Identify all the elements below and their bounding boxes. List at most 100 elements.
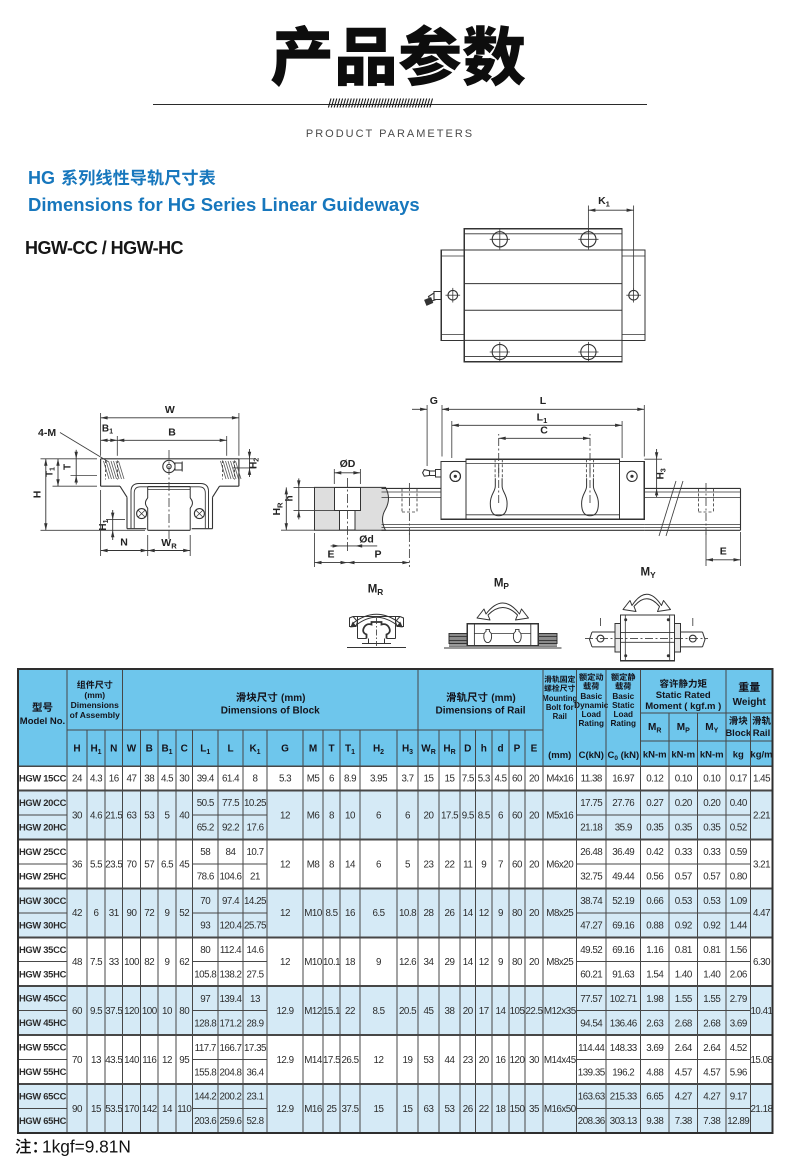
svg-text:Dimensions of Rail: Dimensions of Rail [435, 706, 525, 717]
svg-text:0.35: 0.35 [675, 823, 693, 834]
svg-text:1.55: 1.55 [703, 994, 721, 1005]
svg-text:H3: H3 [402, 744, 413, 757]
svg-text:12.89: 12.89 [727, 1116, 749, 1127]
svg-text:203.6: 203.6 [194, 1116, 217, 1127]
svg-text:G: G [281, 744, 289, 755]
svg-text:(mm): (mm) [491, 693, 515, 704]
svg-text:82: 82 [144, 957, 154, 968]
svg-text:128.8: 128.8 [194, 1018, 217, 1029]
svg-text:0.57: 0.57 [703, 872, 720, 883]
svg-text:9: 9 [165, 908, 170, 919]
svg-text:35.9: 35.9 [615, 823, 632, 834]
svg-text:M14: M14 [304, 1055, 323, 1066]
svg-text:Block: Block [725, 728, 752, 739]
svg-text:53: 53 [144, 810, 155, 821]
svg-text:52: 52 [179, 908, 189, 919]
svg-text:H: H [32, 491, 44, 499]
svg-text:117.7: 117.7 [195, 1043, 216, 1054]
svg-text:C0 (kN): C0 (kN) [608, 750, 640, 762]
svg-text:0.10: 0.10 [675, 774, 693, 785]
svg-text:d: d [497, 744, 503, 755]
svg-text:17.75: 17.75 [580, 798, 603, 809]
svg-text:29: 29 [445, 957, 455, 968]
svg-text:C(kN): C(kN) [579, 750, 604, 761]
svg-text:26.5: 26.5 [341, 1055, 359, 1066]
svg-text:Rating: Rating [579, 719, 604, 728]
svg-text:12: 12 [280, 908, 290, 919]
svg-text:303.13: 303.13 [610, 1116, 638, 1127]
svg-text:104.6: 104.6 [219, 872, 242, 883]
svg-text:3.69: 3.69 [730, 1018, 747, 1029]
svg-text:15: 15 [403, 1104, 414, 1115]
svg-text:60: 60 [512, 810, 523, 821]
svg-text:Model No.: Model No. [20, 716, 65, 727]
svg-text:B1: B1 [161, 744, 172, 757]
svg-text:Ød: Ød [359, 534, 374, 546]
svg-text:M14x45: M14x45 [544, 1055, 577, 1066]
svg-text:W: W [165, 404, 175, 416]
svg-text:0.33: 0.33 [675, 847, 693, 858]
svg-text:24: 24 [72, 774, 83, 785]
svg-text:HGW 20CC: HGW 20CC [19, 797, 67, 808]
svg-text:63: 63 [127, 810, 138, 821]
svg-text:L1: L1 [537, 412, 548, 425]
svg-text:kg/m: kg/m [750, 750, 772, 761]
svg-text:31: 31 [109, 908, 119, 919]
svg-text:Rating: Rating [611, 719, 636, 728]
svg-text:HGW 65CC: HGW 65CC [19, 1091, 67, 1102]
svg-text:0.35: 0.35 [646, 823, 664, 834]
svg-text:6: 6 [329, 774, 335, 785]
svg-text:100: 100 [142, 1006, 158, 1017]
svg-text:0.81: 0.81 [675, 945, 692, 956]
svg-text:17.6: 17.6 [246, 823, 264, 834]
svg-text:M6: M6 [307, 810, 321, 821]
svg-text:14: 14 [463, 908, 474, 919]
svg-text:H2: H2 [249, 458, 261, 469]
svg-text:16: 16 [109, 774, 120, 785]
svg-text:HGW 30CC: HGW 30CC [19, 895, 67, 906]
svg-text:25: 25 [327, 1104, 338, 1115]
svg-text:8.5: 8.5 [325, 908, 338, 919]
svg-text:80: 80 [179, 1006, 190, 1017]
svg-text:22: 22 [479, 1104, 489, 1115]
svg-text:5.3: 5.3 [279, 774, 292, 785]
svg-text:12: 12 [280, 810, 290, 821]
svg-text:15: 15 [445, 774, 456, 785]
svg-text:60: 60 [512, 859, 523, 870]
svg-text:4.47: 4.47 [753, 908, 770, 919]
svg-text:105: 105 [510, 1006, 526, 1017]
svg-text:0.80: 0.80 [730, 872, 748, 883]
svg-text:171.2: 171.2 [219, 1018, 241, 1029]
svg-text:48: 48 [72, 957, 83, 968]
svg-text:80: 80 [512, 908, 523, 919]
svg-text:15: 15 [424, 774, 435, 785]
svg-text:44: 44 [445, 1055, 456, 1066]
svg-text:80: 80 [512, 957, 523, 968]
svg-text:70: 70 [127, 859, 138, 870]
svg-text:5: 5 [405, 859, 411, 870]
svg-text:0.27: 0.27 [646, 798, 663, 809]
svg-text:14: 14 [463, 957, 474, 968]
svg-text:Basic: Basic [612, 692, 634, 701]
svg-text:6: 6 [94, 908, 100, 919]
svg-text:23: 23 [424, 859, 435, 870]
svg-text:0.53: 0.53 [675, 896, 693, 907]
svg-text:Bolt for: Bolt for [546, 703, 574, 712]
svg-text:h: h [285, 495, 296, 501]
svg-text:2.64: 2.64 [703, 1043, 721, 1054]
svg-text:0.92: 0.92 [675, 920, 692, 931]
svg-text:9.5: 9.5 [90, 1006, 103, 1017]
svg-text:N: N [120, 537, 128, 549]
svg-text:3.21: 3.21 [753, 859, 770, 870]
svg-text:38: 38 [144, 774, 155, 785]
svg-text:32.75: 32.75 [580, 872, 603, 883]
svg-text:150: 150 [510, 1104, 526, 1115]
svg-text:42: 42 [72, 908, 82, 919]
svg-text:22: 22 [345, 1006, 355, 1017]
svg-text:26.48: 26.48 [580, 847, 603, 858]
svg-text:HGW-CC / HGW-HC: HGW-CC / HGW-HC [25, 238, 184, 258]
svg-text:W: W [127, 744, 137, 755]
svg-text:1.54: 1.54 [646, 969, 664, 980]
svg-text:M12: M12 [304, 1006, 322, 1017]
svg-text:23: 23 [463, 1055, 474, 1066]
